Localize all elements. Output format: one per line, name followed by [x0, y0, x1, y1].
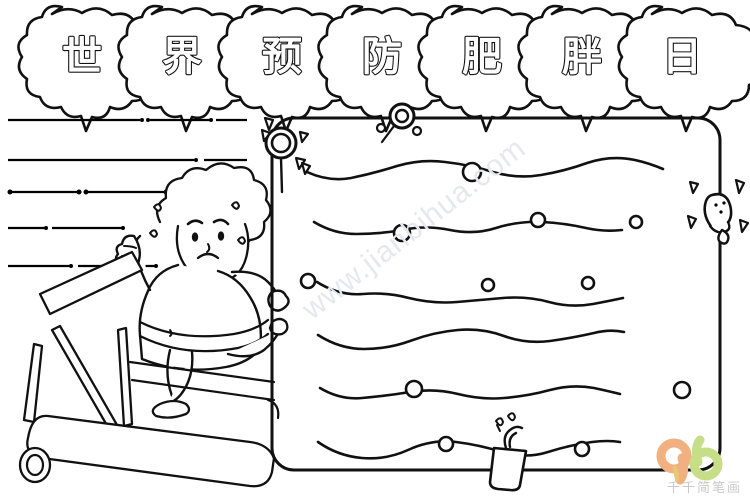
- lollipop-top-icon: [375, 102, 423, 144]
- wavy-line-3: [316, 328, 626, 351]
- runner-body: [138, 263, 270, 371]
- title-char-3: 防: [362, 34, 402, 80]
- treadmill: [18, 250, 280, 488]
- title-char-4: 肥: [462, 34, 502, 80]
- title-char-2: 预: [262, 34, 302, 80]
- wavy-writing-panel: [270, 116, 722, 472]
- wavy-line-5: [316, 435, 622, 460]
- title-char-5: 胖: [562, 34, 602, 80]
- wavy-line-1: [312, 211, 644, 243]
- title-bubble-6: 日: [617, 4, 750, 133]
- title-char-0: 世: [62, 34, 102, 80]
- site-logo-caption: 千千简笔画: [666, 481, 742, 496]
- drink-cup-icon: [488, 412, 528, 492]
- wavy-line-2: [299, 272, 625, 307]
- drumstick-icon: [686, 178, 750, 245]
- bubble-title: 世 界 预 防 肥: [17, 4, 750, 133]
- sweat-drops: [149, 201, 246, 245]
- writing-line-3: [8, 226, 125, 230]
- writing-line-1: [8, 158, 247, 162]
- wavy-line-4: [318, 379, 692, 400]
- lollipop-left-icon: [260, 116, 312, 194]
- runner-legs: [151, 317, 289, 419]
- title-char-1: 界: [162, 34, 202, 80]
- wavy-line-0: [305, 156, 665, 183]
- title-char-6: 日: [662, 34, 702, 80]
- writing-line-0: [8, 118, 247, 122]
